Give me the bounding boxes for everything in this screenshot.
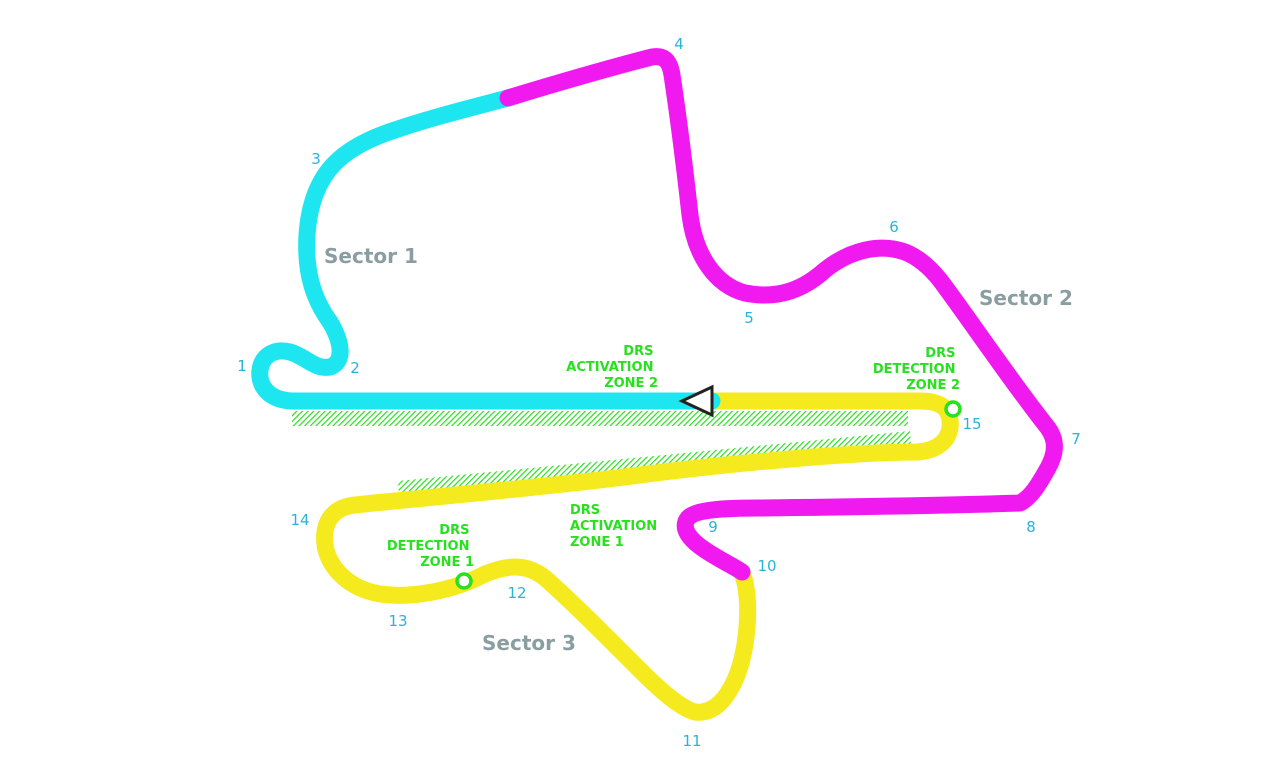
turn-numbers: 1 2 3 4 5 6 7 8 9 10 11 12 13 14 15 <box>237 35 1081 750</box>
turn-number: 7 <box>1071 430 1081 448</box>
sector-2-label: Sector 2 <box>979 286 1073 310</box>
turn-number: 3 <box>311 150 321 168</box>
start-direction-triangle-icon <box>678 384 714 418</box>
sector-3-label: Sector 3 <box>482 631 576 655</box>
turn-number: 5 <box>744 309 754 327</box>
turn-number: 15 <box>962 415 981 433</box>
sector-3-track <box>316 392 959 721</box>
turn-number: 12 <box>507 584 526 602</box>
turn-number: 10 <box>757 557 776 575</box>
drs-detection-zone-1-label: DRS DETECTION ZONE 1 <box>387 523 474 570</box>
turn-number: 2 <box>350 359 360 377</box>
turn-number: 4 <box>674 35 684 53</box>
drs-detection-point-icon <box>455 572 473 590</box>
turn-number: 8 <box>1026 518 1036 536</box>
sector-1-label: Sector 1 <box>324 244 418 268</box>
drs-detection-zone-2-label: DRS DETECTION ZONE 2 <box>873 346 960 393</box>
turn-number: 1 <box>237 357 247 375</box>
drs-activation-zone-2-label: DRS ACTIVATION ZONE 2 <box>566 344 658 391</box>
drs-activation-zone-2-strip <box>292 411 908 426</box>
turn-number: 14 <box>290 511 309 529</box>
drs-activation-zone-1-label: DRS ACTIVATION ZONE 1 <box>570 503 662 550</box>
turn-number: 6 <box>889 218 899 236</box>
sector-1-track <box>251 89 721 410</box>
turn-number: 11 <box>682 732 701 750</box>
turn-number: 13 <box>388 612 407 630</box>
drs-detection-point-icon <box>944 400 962 418</box>
turn-number: 9 <box>708 518 718 536</box>
sector-2-track <box>499 48 1063 581</box>
